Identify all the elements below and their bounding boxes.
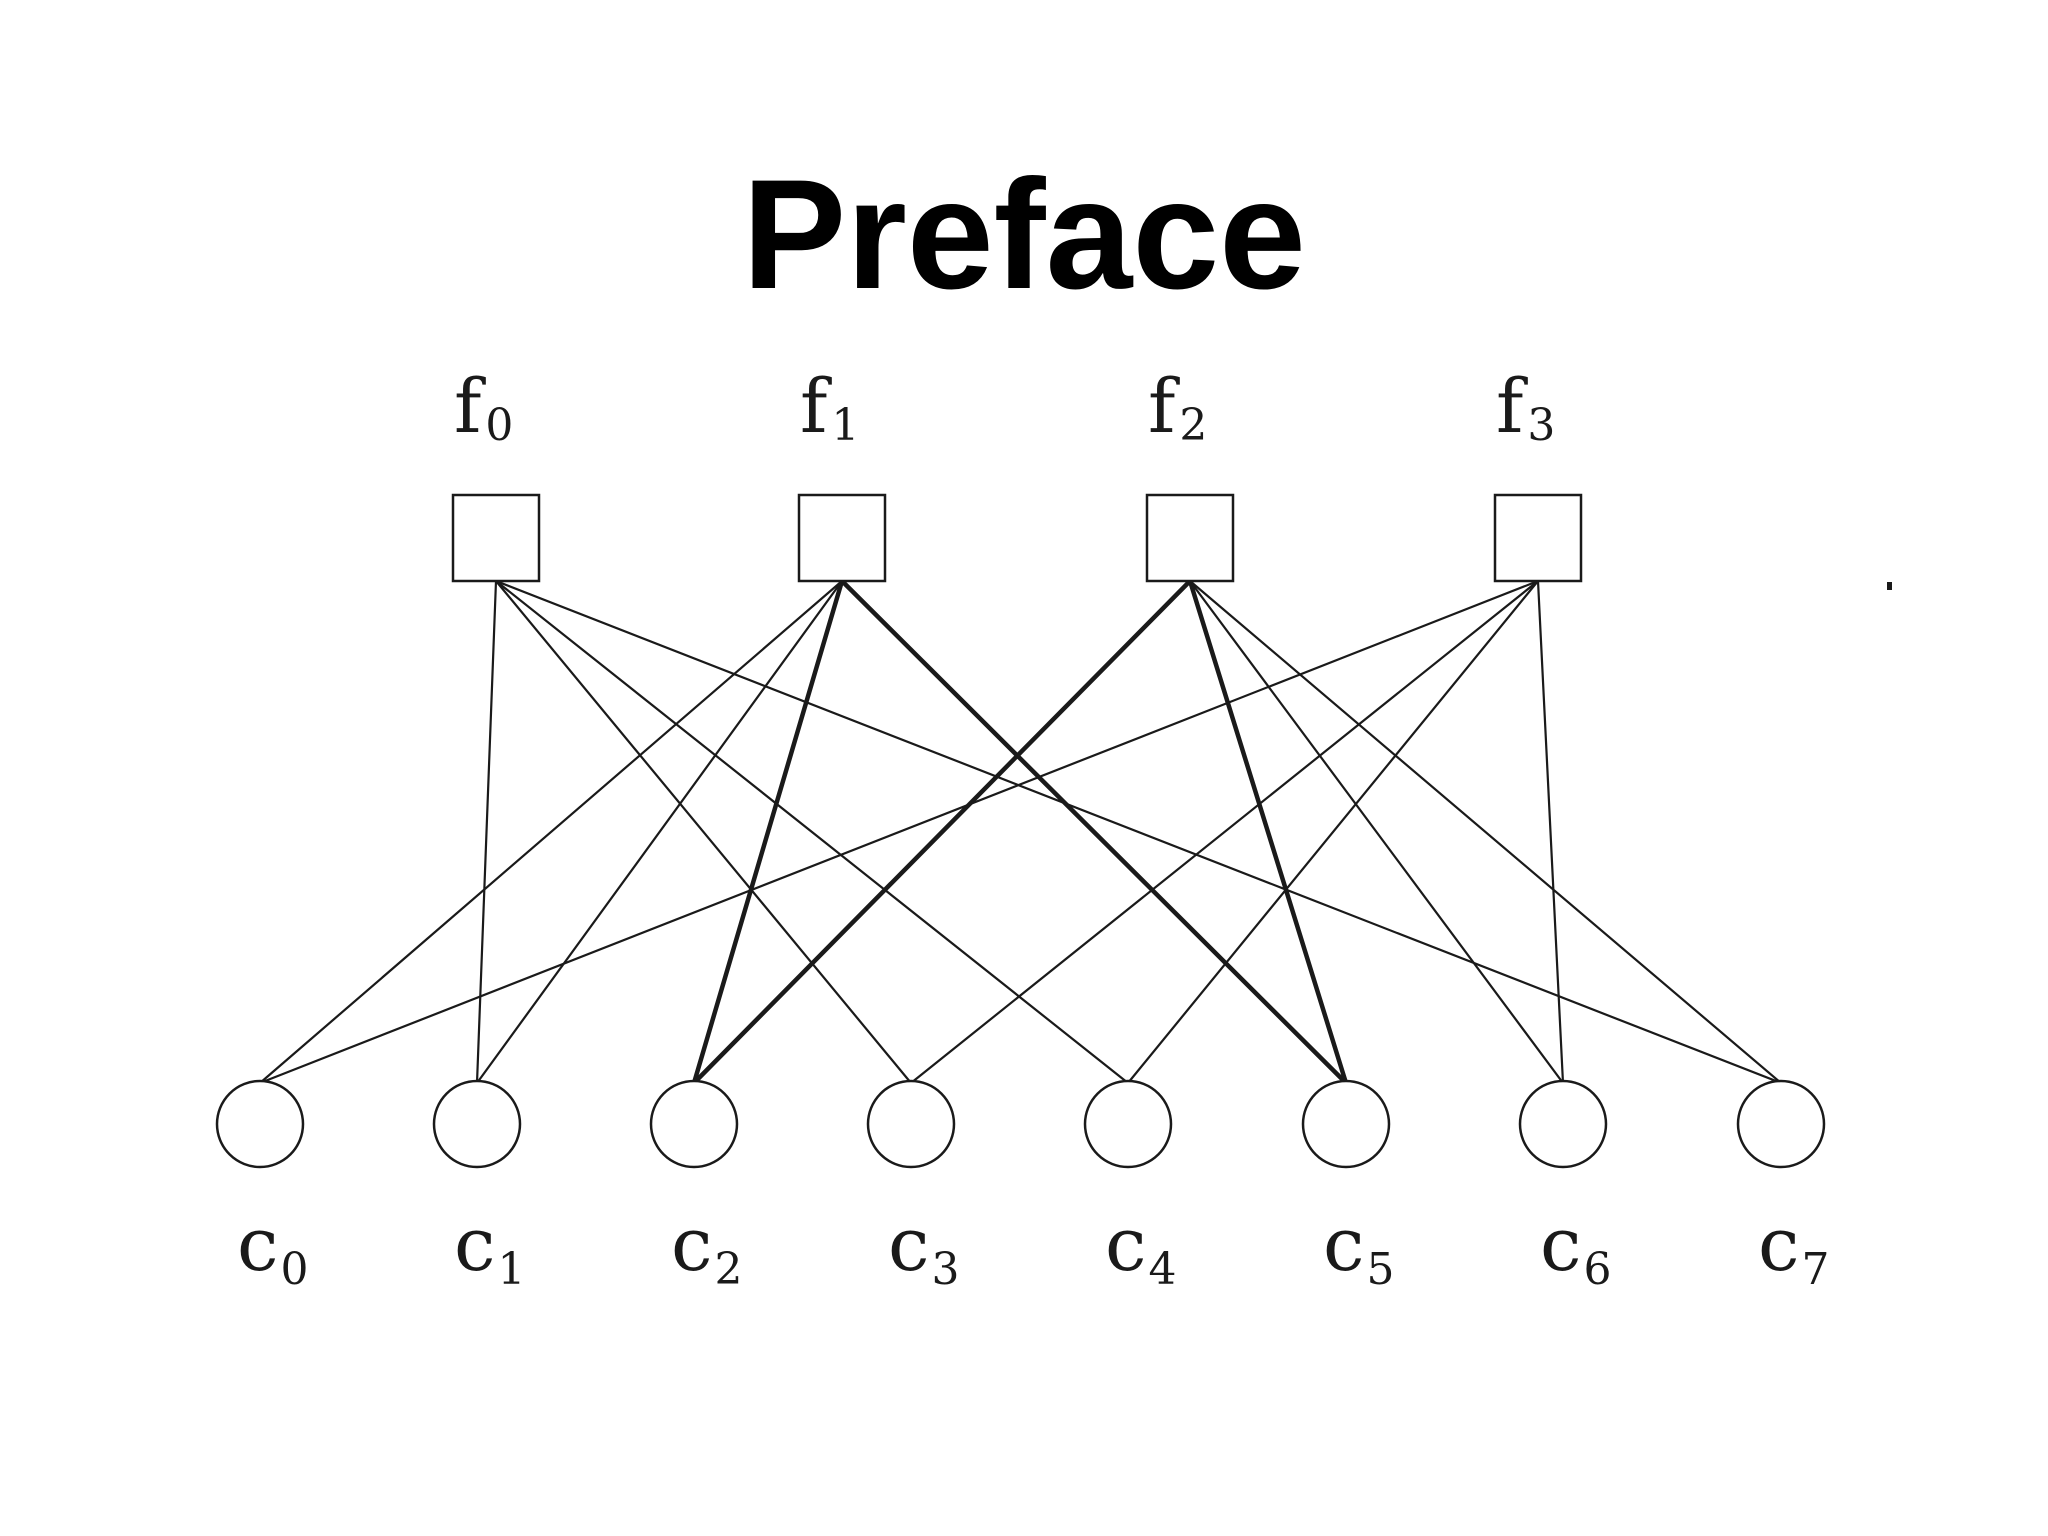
edge-f1-c5	[839, 578, 1349, 1086]
page-title: Preface	[742, 148, 1306, 322]
check-node-c7	[1736, 1079, 1826, 1169]
check-node-c1	[432, 1079, 522, 1169]
factor-node-f3	[1493, 493, 1583, 583]
edge-f3-c4	[1126, 579, 1540, 1085]
check-label-c2: c2	[671, 1202, 742, 1295]
check-node-c3	[866, 1079, 956, 1169]
edge-f0-c3	[494, 579, 913, 1085]
factor-label-f0: f0	[454, 364, 513, 451]
check-label-c3: c3	[888, 1202, 959, 1295]
nodes-layer	[215, 493, 1826, 1169]
check-label-c7: c7	[1758, 1202, 1829, 1295]
check-label-c6: c6	[1540, 1202, 1611, 1295]
factor-node-f0	[451, 493, 541, 583]
check-label-c0: c0	[237, 1202, 308, 1295]
edge-f3-c6	[1536, 579, 1565, 1085]
check-node-c0	[215, 1079, 305, 1169]
check-node-c5	[1301, 1079, 1391, 1169]
check-node-c4	[1083, 1079, 1173, 1169]
stray-dot	[1887, 582, 1892, 590]
check-node-c2	[649, 1079, 739, 1169]
edge-f0-c1	[475, 579, 498, 1085]
edge-f2-c5	[1187, 578, 1349, 1086]
edge-f0-c7	[494, 579, 1783, 1085]
labels-layer: f0 f1 f2 f3 c0 c1 c2 c3 c4 c5 c6 c7	[237, 364, 1829, 1295]
factor-node-f1	[797, 493, 887, 583]
edge-f1-c0	[258, 579, 844, 1085]
edge-f3-c3	[909, 579, 1540, 1085]
edges-layer	[258, 578, 1783, 1086]
edge-f2-c6	[1188, 579, 1565, 1085]
factor-label-f2: f2	[1148, 364, 1207, 451]
edge-f2-c2	[691, 578, 1193, 1086]
edge-f3-c0	[258, 579, 1540, 1085]
edge-f0-c4	[494, 579, 1130, 1085]
check-label-c4: c4	[1105, 1202, 1176, 1295]
factor-label-f3: f3	[1496, 364, 1555, 451]
edge-f1-c2	[691, 578, 845, 1086]
check-label-c1: c1	[454, 1202, 525, 1295]
check-label-c5: c5	[1323, 1202, 1394, 1295]
factor-label-f1: f1	[800, 364, 859, 451]
edge-f1-c1	[475, 579, 844, 1085]
check-node-c6	[1518, 1079, 1608, 1169]
factor-node-f2	[1145, 493, 1235, 583]
edge-f2-c7	[1188, 579, 1783, 1085]
